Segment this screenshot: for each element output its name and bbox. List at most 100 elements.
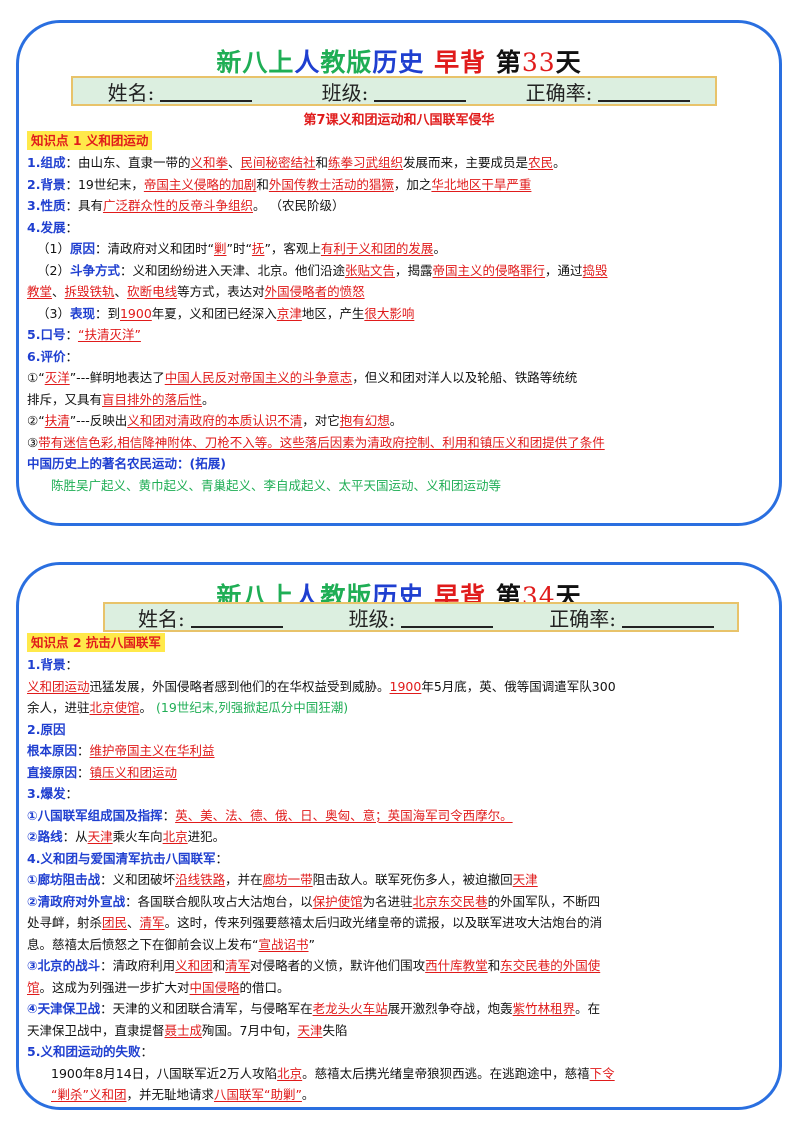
content-line: 1.背景： xyxy=(27,654,767,676)
section-label: ①廊坊阻击战 xyxy=(27,872,101,887)
section-label: 5.义和团运动的失败 xyxy=(27,1044,141,1059)
content-line: ②路线：从天津乘火车向北京进犯。 xyxy=(27,826,767,848)
section-label: 4.义和团与爱国清军抗击八国联军 xyxy=(27,850,216,866)
name-field[interactable]: 姓名: xyxy=(105,603,316,632)
name-blank[interactable] xyxy=(190,606,283,628)
answer-text: 下令 xyxy=(589,1065,615,1081)
body-text: 和 xyxy=(256,176,269,192)
answer-text: 北京东交民巷 xyxy=(412,893,488,909)
student-info-bar: 姓名: 班级: 正确率: xyxy=(103,602,739,632)
name-field[interactable]: 姓名: xyxy=(73,77,287,106)
accuracy-field[interactable]: 正确率: xyxy=(526,603,737,632)
class-blank[interactable] xyxy=(374,80,467,102)
answer-text: 维护帝国主义在华利益 xyxy=(89,743,215,758)
answer-text: 抱有幻想 xyxy=(339,413,390,428)
answer-text: 灭洋 xyxy=(44,370,70,385)
content-line: 2.原因 xyxy=(27,719,767,741)
body-text: ：具有 xyxy=(65,198,103,213)
answer-text: 教堂 xyxy=(27,284,53,299)
answer-text: 农民 xyxy=(528,155,554,170)
card-title: 新八上人教版历史 早背 第33天 xyxy=(216,48,582,77)
answer-text: 天津 xyxy=(512,872,538,887)
body-text: ，揭露 xyxy=(395,262,433,278)
content-line: ③带有迷信色彩,相信降神附体、刀枪不入等。这些落后因素为清政府控制、利用和镇压义… xyxy=(27,432,767,454)
card-body: 知识点 2 抗击八国联军 1.背景：义和团运动迅猛发展，外国侵略者感到他们的在华… xyxy=(27,631,767,1106)
section-label: 4.发展 xyxy=(27,219,66,235)
content-line: ②“扶清”---反映出义和团对清政府的本质认识不清，对它抱有幻想。 xyxy=(27,410,767,432)
class-field[interactable]: 班级: xyxy=(287,77,501,106)
body-text: 为名进驻 xyxy=(362,893,413,909)
body-text: 天津保卫战中，直隶提督 xyxy=(27,1022,165,1038)
body-text: ：由山东、直隶一带的 xyxy=(65,155,191,170)
body-text: ①“ xyxy=(27,370,45,385)
content-line: 中国历史上的著名农民运动：(拓展) xyxy=(27,453,767,475)
body-text: 的借口。 xyxy=(239,979,290,995)
answer-text: 帝国主义侵略的加剧 xyxy=(143,176,257,192)
body-text: ：天津的义和团联合清军，与侵略军在 xyxy=(100,1001,313,1016)
content-line: （1）原因：清政府对义和团时“剿”时“抚”，客观上有利于义和团的发展。 xyxy=(27,238,767,260)
body-text: ：从 xyxy=(62,829,88,844)
answer-text: 外国传教士活动的猖獗 xyxy=(268,176,394,192)
section-label: 斗争方式 xyxy=(69,262,120,278)
body-text: ，但义和团对洋人以及轮船、铁路等统统 xyxy=(352,370,578,385)
content-line: （2）斗争方式：义和团纷纷进入天津、北京。他们沿途张贴文告，揭露帝国主义的侵略罪… xyxy=(27,260,767,282)
body-text: ：义和团纷纷进入天津、北京。他们沿途 xyxy=(119,262,345,278)
student-info-bar: 姓名: 班级: 正确率: xyxy=(71,76,717,106)
accuracy-blank[interactable] xyxy=(598,80,691,102)
answer-text: 练拳习武组织 xyxy=(328,155,404,170)
body-text: ，并无耻地请求 xyxy=(126,1087,214,1102)
body-text: 阻击敌人。联军死伤多人，被迫撤回 xyxy=(312,872,513,887)
answer-text: 镇压义和团运动 xyxy=(89,764,178,780)
answer-text: 馆 xyxy=(27,979,40,995)
answer-text: 外国侵略者的愤怒 xyxy=(264,284,365,299)
answer-text: 北京 xyxy=(162,829,188,844)
accuracy-blank[interactable] xyxy=(622,606,715,628)
body-text: ”---鲜明地表达了 xyxy=(69,370,165,385)
answer-text: 聂士成 xyxy=(164,1022,203,1038)
body-text: ，对它 xyxy=(302,413,340,428)
body-text: 。这时，传来列强要慈禧太后归政光绪皇帝的谎报，以及联军进攻大沽炮台的消 xyxy=(164,915,603,930)
class-field[interactable]: 班级: xyxy=(316,603,527,632)
answer-text: 东交民巷的外国使 xyxy=(500,958,601,973)
body-text: ： xyxy=(65,657,78,672)
answer-text: 民间秘密结社 xyxy=(240,155,316,170)
body-text: ： xyxy=(140,1044,153,1059)
class-blank[interactable] xyxy=(401,606,494,628)
content-line: 天津保卫战中，直隶提督聂士成殉国。7月中旬，天津失陷 xyxy=(27,1020,767,1042)
body-text: ：义和团破坏 xyxy=(100,872,176,887)
body-text: ： xyxy=(77,743,90,758)
body-text: ”时“ xyxy=(226,241,252,256)
name-blank[interactable] xyxy=(160,80,253,102)
body-text: 进犯。 xyxy=(187,829,226,844)
body-text: 。 xyxy=(301,1087,315,1102)
body-text: ：清政府利用 xyxy=(100,958,176,973)
answer-text: 清军 xyxy=(139,915,165,930)
body-text: 陈胜吴广起义、黄巾起义、青巢起义、李自成起义、太平天国运动、义和团运动等 xyxy=(51,477,502,493)
body-text: 。在 xyxy=(575,1001,601,1016)
section-label: ②清政府对外宣战 xyxy=(27,893,126,909)
answer-text: 带有迷信色彩,相信降神附体、刀枪不入等。这些落后因素为清政府控制、利用和镇压义和… xyxy=(38,434,605,450)
content-line: 直接原因：镇压义和团运动 xyxy=(27,762,767,784)
body-text: ： xyxy=(65,786,78,801)
body-text: 发展而来，主要成员是 xyxy=(403,155,529,170)
body-text: （3） xyxy=(37,305,70,321)
section-label: 1.背景 xyxy=(27,657,66,672)
answer-text: 清军 xyxy=(225,958,251,973)
answer-text: 华北地区干旱严重 xyxy=(431,176,532,192)
answer-text: 西什库教堂 xyxy=(425,958,488,973)
content-line: 4.义和团与爱国清军抗击八国联军： xyxy=(27,848,767,870)
answer-text: 广泛群众性的反帝斗争组织 xyxy=(102,198,253,213)
content-line: 教堂、拆毁铁轨、砍断电线等方式，表达对外国侵略者的愤怒 xyxy=(27,281,767,303)
knowledge-point-label: 知识点 2 抗击八国联军 xyxy=(27,633,165,652)
section-label: 6.评价 xyxy=(27,348,66,364)
content-line: ②清政府对外宣战：各国联合舰队攻占大沽炮台，以保护使馆为名进驻北京东交民巷的外国… xyxy=(27,891,767,913)
body-text: 。 xyxy=(139,700,157,715)
answer-text: 有利于义和团的发展 xyxy=(320,241,434,256)
accuracy-field[interactable]: 正确率: xyxy=(501,77,715,106)
section-label: 1.组成 xyxy=(27,155,66,170)
body-text: 年5月底，英、俄等国调遣军队300 xyxy=(421,678,616,694)
content-line: ③北京的战斗：清政府利用义和团和清军对侵略者的义愤，默许他们围攻西什库教堂和东交… xyxy=(27,955,767,977)
body-text: (19世纪末,列强掀起瓜分中国狂潮) xyxy=(156,700,349,715)
answer-text: 扶清 xyxy=(44,413,70,428)
answer-text: 沿线铁路 xyxy=(175,872,226,887)
